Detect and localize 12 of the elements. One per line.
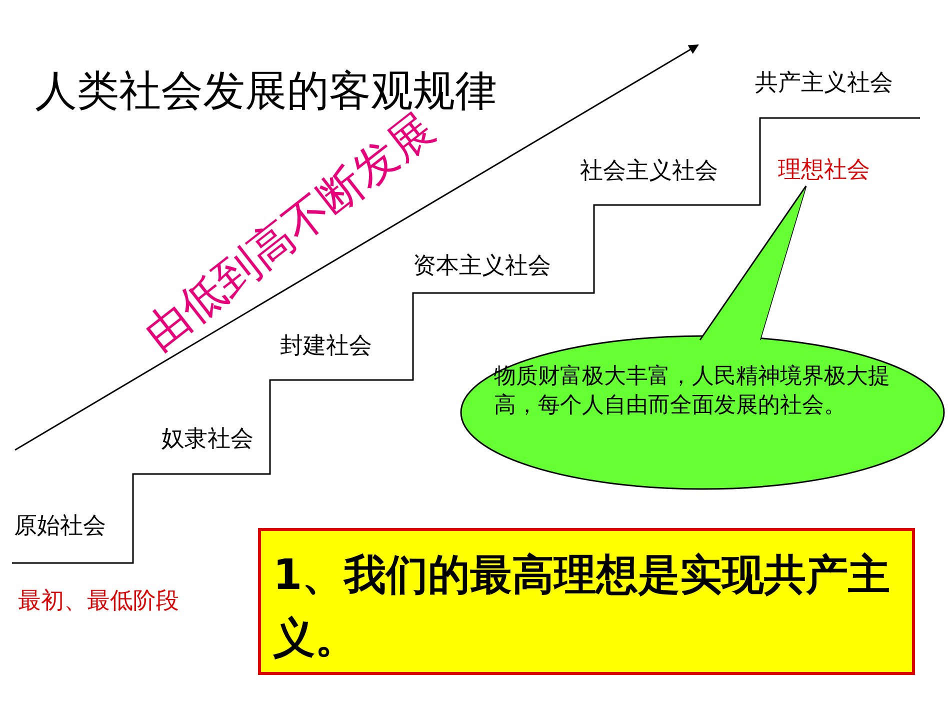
stage-label: 封建社会 (280, 333, 372, 361)
stage-label: 奴隶社会 (160, 426, 254, 454)
highlight-text: 1、我们的最高理想是实现共产主义。 (273, 549, 892, 664)
stage-label: 资本主义社会 (413, 253, 551, 281)
highlight-box (258, 528, 915, 675)
stage-label: 理想社会 (778, 154, 870, 185)
stage-label: 共产主义社会 (755, 70, 893, 98)
bubble-text: 物质财富极大丰富，人民精神境界极大提高，每个人自由而全面发展的社会。 (494, 363, 891, 420)
note-text: 最初、最低阶段 (18, 588, 179, 616)
stage-label: 原始社会 (14, 513, 106, 541)
stage-label: 社会主义社会 (580, 158, 718, 186)
bubble-tail (698, 185, 807, 341)
